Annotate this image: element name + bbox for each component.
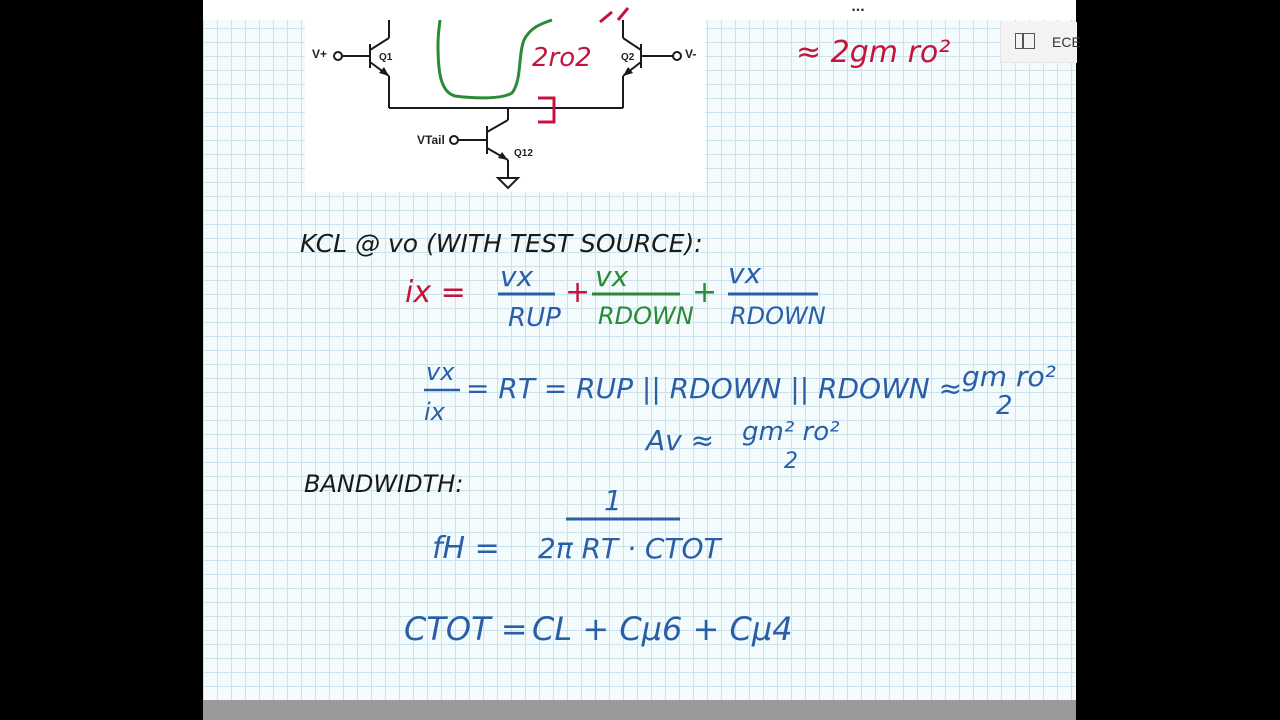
kcl-heading: KCL @ vo (WITH TEST SOURCE): [300, 229, 703, 258]
rt-rhs-denominator: 2 [996, 391, 1013, 421]
rt-lhs-numerator: vx [426, 358, 455, 386]
side-tab-label: ECE [1052, 34, 1081, 50]
term2-denominator: RDOWN [598, 302, 694, 330]
term1-numerator: vx [500, 260, 534, 293]
red-bracket-stroke [538, 96, 556, 124]
side-tab[interactable]: ECE [1000, 22, 1081, 63]
av-lhs: Av ≈ [644, 424, 714, 457]
r-out-annotation: 2ro2 [532, 43, 592, 73]
q12-label: Q12 [514, 148, 533, 159]
av-numerator: gm² ro² [742, 417, 840, 447]
term2-numerator: vx [595, 260, 629, 293]
term3-denominator: RDOWN [730, 302, 826, 330]
top-toolbar [203, 0, 1076, 20]
rt-text: = RT = RUP || RDOWN || RDOWN ≈ [466, 372, 962, 405]
v-minus-label: V- [685, 47, 697, 61]
ctot-rhs: CL + Cμ6 + Cμ4 [532, 610, 793, 648]
more-options-button[interactable]: ... [851, 0, 865, 15]
bandwidth-heading: BANDWIDTH: [304, 470, 463, 498]
red-top-stroke [599, 7, 630, 24]
plus-1: + [565, 275, 590, 310]
fh-lhs: fH = [432, 531, 500, 566]
q1-label: Q1 [379, 52, 393, 63]
q2-label: Q2 [621, 52, 635, 63]
panel-icon [1015, 33, 1035, 49]
fh-denominator: 2π RT · CTOT [538, 532, 723, 565]
circuit-diagram: V+ V- Q1 Q2 VTail Q12 [305, 20, 705, 192]
green-loop-stroke [436, 18, 553, 100]
fh-numerator: 1 [604, 484, 622, 517]
term3-numerator: vx [728, 257, 762, 290]
v-tail-label: VTail [417, 133, 445, 147]
bottom-scroll-area [203, 700, 1076, 720]
v-plus-label: V+ [312, 47, 328, 61]
ctot-lhs: CTOT = [404, 610, 528, 648]
rt-lhs-denominator: ix [424, 398, 446, 426]
rt-rhs-numerator: gm ro² [962, 360, 1056, 393]
term1-denominator: RUP [508, 303, 561, 333]
av-denominator: 2 [784, 449, 798, 474]
approx-annotation: ≈ 2gm ro² [796, 35, 950, 70]
ix-lhs: ix = [405, 275, 466, 310]
plus-2: + [692, 275, 717, 310]
